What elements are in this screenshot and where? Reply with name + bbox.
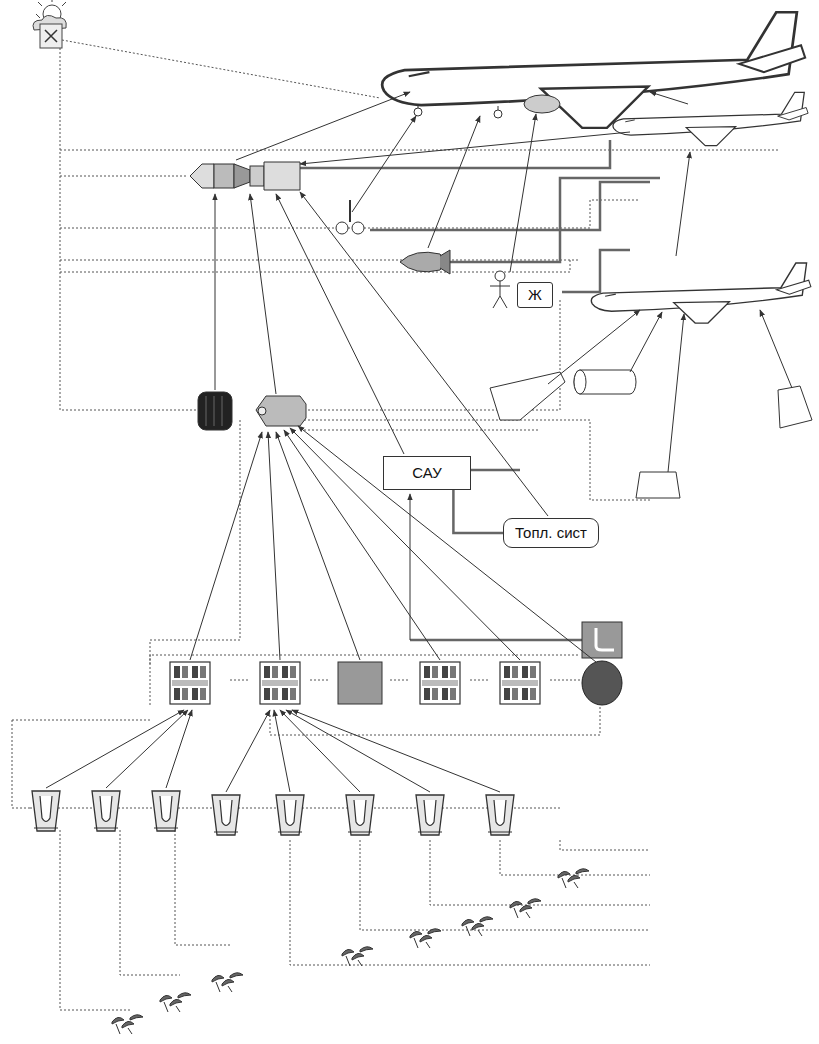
control-box: САУ xyxy=(383,456,471,490)
weather-icon xyxy=(33,0,66,48)
components xyxy=(198,200,812,498)
connector xyxy=(453,490,503,533)
node-label: САУ xyxy=(412,465,441,482)
node-label: Топл. сист xyxy=(515,525,587,542)
blades xyxy=(32,791,589,1034)
dotted-links xyxy=(12,40,780,1010)
engine-schematic xyxy=(190,162,300,190)
fuel-system-box: Топл. сист xyxy=(503,518,599,548)
pipe-square xyxy=(582,622,622,658)
wires xyxy=(300,140,660,640)
arrows xyxy=(46,92,792,792)
node-label: Ж xyxy=(528,287,542,304)
aircraft xyxy=(382,12,811,323)
nozzle-module xyxy=(582,661,622,705)
modules xyxy=(170,622,622,705)
combustor-module xyxy=(338,662,382,704)
person-box: Ж xyxy=(517,282,553,308)
